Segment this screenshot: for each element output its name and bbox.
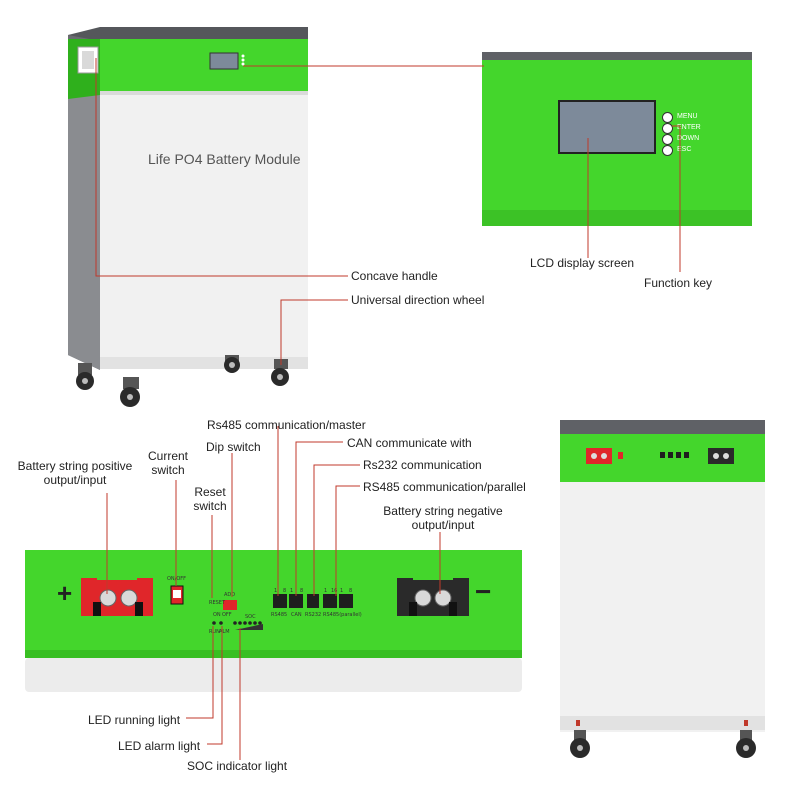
port-number: 8	[349, 588, 353, 594]
plus-sign: +	[57, 578, 73, 608]
terminal-panel-zoom: + − ON/OFF RESET ADD ON OFF SOC RUN ALM …	[25, 550, 522, 692]
on-text: ON	[213, 612, 221, 618]
port-label-can: CAN	[291, 612, 302, 618]
callout-lcd-screen: LCD display screen	[530, 256, 635, 270]
callout-concave-handle: Concave handle	[351, 269, 438, 283]
minus-sign: −	[475, 576, 492, 607]
callout-led-running: LED running light	[88, 713, 181, 727]
callout-led-alarm: LED alarm light	[118, 739, 201, 753]
battery-cabinet-angled: Life PO4 Battery Module	[60, 25, 320, 415]
port-label-rs485-parallel: RS485(parallel)	[323, 612, 362, 618]
front-panel-zoom: MENU ENTER DOWN ESC	[482, 52, 752, 226]
key-menu-label: MENU	[677, 113, 698, 120]
callout-reset-switch: Reset switch	[193, 485, 227, 513]
key-enter[interactable]	[662, 123, 673, 134]
port-number: 16	[331, 588, 338, 594]
module-label: Life PO4 Battery Module	[148, 151, 301, 167]
key-down[interactable]	[662, 134, 673, 145]
callout-rs485-parallel: RS485 communication/parallel	[363, 480, 526, 494]
callout-function-key: Function key	[644, 276, 713, 290]
reset-text: RESET	[209, 600, 226, 606]
onoff-text: ON/OFF	[167, 576, 187, 582]
callout-negative: Battery string negative output/input	[383, 504, 503, 532]
port-number: 1	[274, 588, 278, 594]
callout-positive: Battery string positive output/input	[17, 459, 133, 487]
battery-cabinet-front	[560, 420, 765, 765]
key-esc[interactable]	[662, 145, 673, 156]
alm-text: ALM	[219, 629, 230, 635]
soc-text: SOC	[245, 614, 256, 620]
callout-soc-light: SOC indicator light	[187, 759, 288, 773]
port-number: 1	[324, 588, 328, 594]
port-number: 1	[340, 588, 344, 594]
callout-rs485-master: Rs485 communication/master	[207, 418, 366, 432]
port-label-rs232: RS232	[305, 612, 322, 618]
port-number: 8	[283, 588, 287, 594]
key-down-label: DOWN	[677, 135, 700, 142]
callout-can: CAN communicate with	[347, 436, 472, 450]
port-number: 1	[290, 588, 294, 594]
key-enter-label: ENTER	[677, 124, 701, 131]
port-label-rs485: RS485	[271, 612, 288, 618]
add-text: ADD	[224, 592, 236, 598]
callout-dip-switch: Dip switch	[206, 440, 261, 454]
port-number: 8	[300, 588, 304, 594]
callout-universal-wheel: Universal direction wheel	[351, 293, 485, 307]
callout-current-switch: Current switch	[147, 449, 188, 477]
callout-rs232: Rs232 communication	[363, 458, 482, 472]
key-esc-label: ESC	[677, 146, 692, 153]
off-text: OFF	[222, 612, 232, 618]
lcd-display	[558, 100, 656, 154]
key-menu[interactable]	[662, 112, 673, 123]
